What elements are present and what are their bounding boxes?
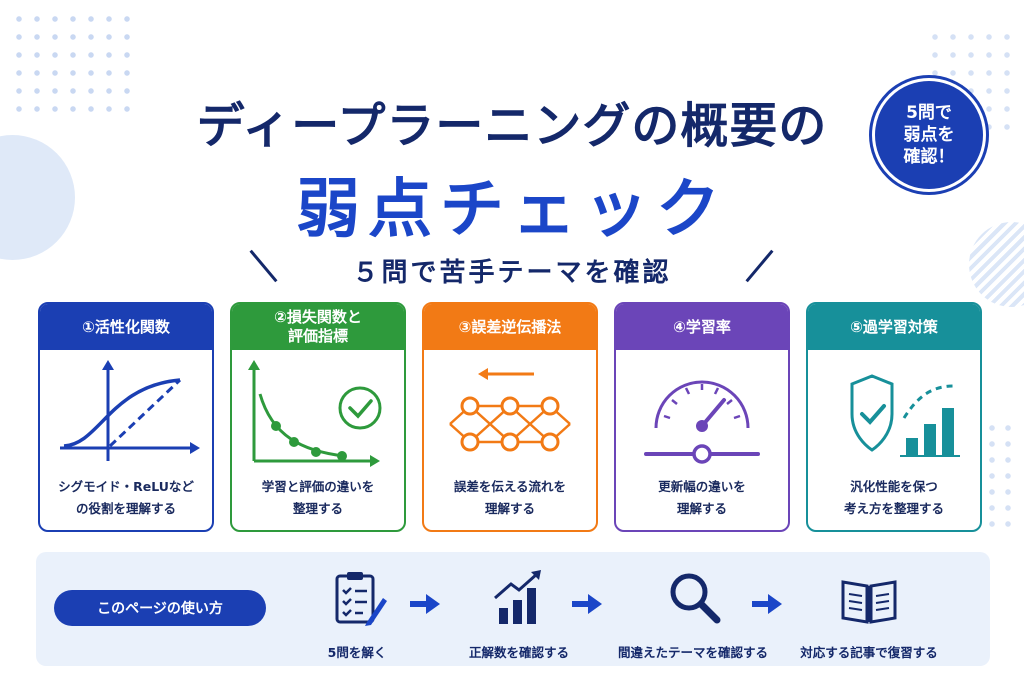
card-description: シグモイド・ReLUなど の役割を理解する: [58, 479, 194, 516]
topic-card-backprop[interactable]: ③誤差逆伝播法 誤差を伝える流れを 理解する: [422, 302, 598, 532]
arrow-right-icon: [572, 594, 602, 614]
loss-curve-check-icon: [248, 360, 382, 467]
step-solve: 5問を解く: [272, 562, 442, 662]
card-description: 学習と評価の違いを 整理する: [261, 479, 375, 516]
arrow-right-icon: [752, 594, 782, 614]
step-check-score: 正解数を確認する: [434, 562, 604, 662]
card-title: ③誤差逆伝播法: [424, 304, 596, 350]
step-label: 5問を解く: [327, 645, 387, 660]
step-label: 対応する記事で復習する: [800, 645, 938, 660]
gauge-slider-icon: [644, 380, 760, 464]
topic-card-learning-rate[interactable]: ④学習率 更新幅の違いを 理解する: [614, 302, 790, 532]
page-title: ディープラーニングの概要の: [196, 98, 828, 154]
card-title: ①活性化関数: [40, 304, 212, 350]
decorative-dots: [10, 10, 130, 120]
neural-network-icon: [449, 368, 571, 452]
badge: 5問で 弱点を 確認！: [872, 78, 986, 192]
step-study-article: 対応する記事で復習する: [784, 562, 954, 662]
page-subtitle: ５問で苦手テーマを確認: [352, 258, 672, 288]
card-title: ②損失関数と 評価指標: [232, 304, 404, 350]
card-description: 誤差を伝える流れを 理解する: [453, 479, 567, 516]
magnifier-icon: [670, 573, 721, 624]
card-title: ④学習率: [616, 304, 788, 350]
topic-card-overfitting[interactable]: ⑤過学習対策 汎化性能を保つ 考え方を整理する: [806, 302, 982, 532]
activation-curve-icon: [60, 360, 200, 461]
badge-text: 5問で 弱点を 確認！: [903, 102, 955, 168]
how-to-label: このページの使い方: [54, 590, 266, 626]
topic-card-loss[interactable]: ②損失関数と 評価指標 学習と評価の違いを 整理する: [230, 302, 406, 532]
page-title-emphasis: 弱点チェック: [296, 173, 728, 247]
step-label: 間違えたテーマを確認する: [617, 645, 768, 660]
step-review-mistakes: 間違えたテーマを確認する: [608, 562, 778, 662]
clipboard-checklist-icon: [335, 572, 387, 626]
arrow-right-icon: [410, 594, 440, 614]
bar-chart-growth-icon: [494, 570, 541, 624]
how-to-panel: このページの使い方 5問を解く 正解数を確認する: [36, 552, 990, 666]
card-description: 更新幅の違いを 理解する: [658, 479, 746, 516]
card-title: ⑤過学習対策: [808, 304, 980, 350]
card-description: 汎化性能を保つ 考え方を整理する: [843, 479, 944, 516]
open-book-icon: [841, 580, 897, 624]
topic-card-activation[interactable]: ①活性化関数 シグモイド・ReLUなど の役割を理解する: [38, 302, 214, 532]
step-label: 正解数を確認する: [468, 645, 569, 660]
shield-bar-chart-icon: [850, 374, 960, 457]
